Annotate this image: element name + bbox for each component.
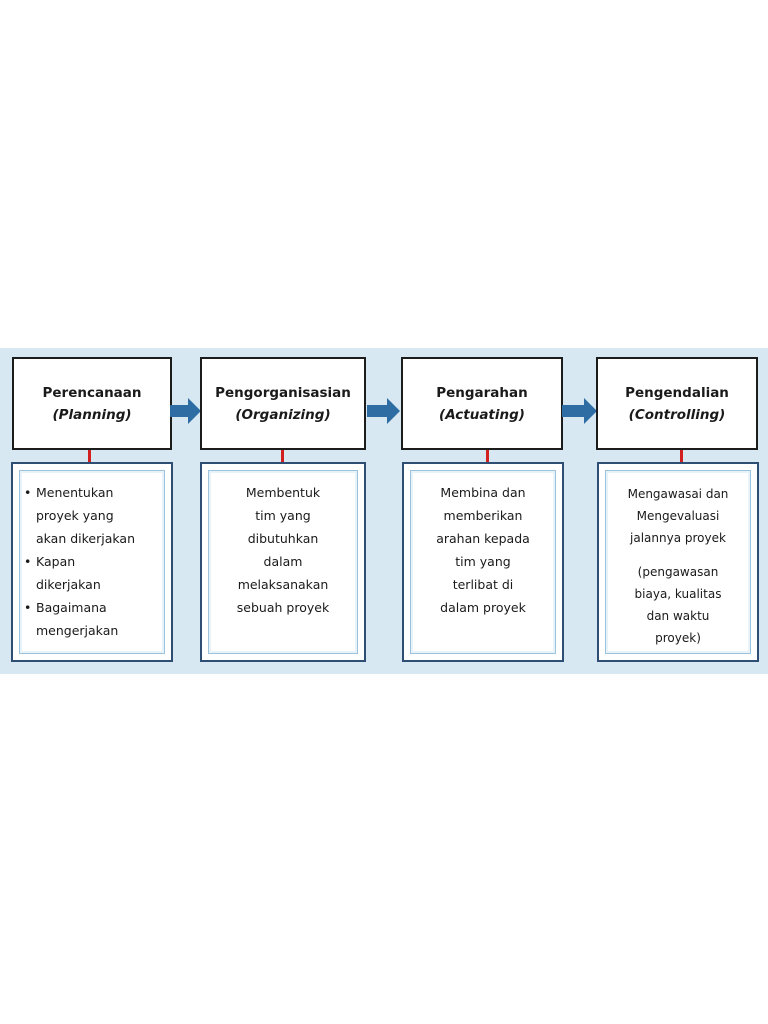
body-line: Mengawasai dan <box>627 487 729 501</box>
connector-controlling <box>680 450 683 464</box>
connector-actuating <box>486 450 489 464</box>
list-item: • Bagaimana mengerjakan <box>24 596 164 642</box>
stage-subtitle: (Organizing) <box>235 406 331 423</box>
body-line: tim yang <box>255 508 311 523</box>
connector-organizing <box>281 450 284 464</box>
stage-body-organizing: Membentuk tim yang dibutuhkan dalam mela… <box>200 462 366 662</box>
body-line: Mengevaluasi <box>636 509 720 523</box>
stage-title: Pengarahan <box>436 384 528 401</box>
body-line: sebuah proyek <box>236 600 330 615</box>
stage-body-planning: • Menentukan proyek yang akan dikerjakan… <box>11 462 173 662</box>
stage-body-actuating: Membina dan memberikan arahan kepada tim… <box>402 462 564 662</box>
note-line: proyek) <box>655 631 701 645</box>
stage-body-content: Membentuk tim yang dibutuhkan dalam mela… <box>208 470 358 654</box>
stage-body-content: • Menentukan proyek yang akan dikerjakan… <box>19 470 165 654</box>
body-line: jalannya proyek <box>630 531 726 545</box>
stage-header-actuating: Pengarahan (Actuating) <box>401 357 563 450</box>
stage-body-content: Membina dan memberikan arahan kepada tim… <box>410 470 556 654</box>
stage-title: Perencanaan <box>42 384 142 401</box>
bullet-icon: • <box>24 485 32 500</box>
body-line: memberikan <box>443 508 523 523</box>
list-item-line: Menentukan <box>36 485 114 500</box>
list-item-line: dikerjakan <box>36 577 101 592</box>
body-line: dibutuhkan <box>247 531 319 546</box>
bullet-icon: • <box>24 554 32 569</box>
note-line: (pengawasan <box>637 565 719 579</box>
stage-header-planning: Perencanaan (Planning) <box>12 357 172 450</box>
note-line: biaya, kualitas <box>634 587 722 601</box>
body-line: Membina dan <box>440 485 526 500</box>
stage-title: Pengendalian <box>625 384 729 401</box>
body-line: Membentuk <box>245 485 321 500</box>
body-line: tim yang <box>455 554 511 569</box>
note-line: dan waktu <box>646 609 710 623</box>
stage-header-organizing: Pengorganisasian (Organizing) <box>200 357 366 450</box>
list-item-line: akan dikerjakan <box>36 531 135 546</box>
bullet-icon: • <box>24 600 32 615</box>
arrow-right-icon <box>170 398 201 424</box>
arrow-right-icon <box>562 398 597 424</box>
stage-body-content: Mengawasai dan Mengevaluasi jalannya pro… <box>605 470 751 654</box>
arrow-right-icon <box>367 398 400 424</box>
stage-subtitle: (Planning) <box>52 406 132 423</box>
body-line: dalam proyek <box>440 600 526 615</box>
list-item: • Menentukan proyek yang akan dikerjakan <box>24 481 164 550</box>
list-item-line: mengerjakan <box>36 623 119 638</box>
connector-planning <box>88 450 91 464</box>
body-line: arahan kepada <box>436 531 530 546</box>
body-line: dalam <box>263 554 303 569</box>
body-line: melaksanakan <box>237 577 329 592</box>
list-item-line: proyek yang <box>36 508 114 523</box>
list-item-line: Bagaimana <box>36 600 107 615</box>
list-item: • Kapan dikerjakan <box>24 550 164 596</box>
stage-header-controlling: Pengendalian (Controlling) <box>596 357 758 450</box>
stage-body-controlling: Mengawasai dan Mengevaluasi jalannya pro… <box>597 462 759 662</box>
list-item-line: Kapan <box>36 554 76 569</box>
stage-subtitle: (Actuating) <box>439 406 525 423</box>
body-line: terlibat di <box>452 577 514 592</box>
stage-title: Pengorganisasian <box>215 384 351 401</box>
stage-subtitle: (Controlling) <box>628 406 726 423</box>
